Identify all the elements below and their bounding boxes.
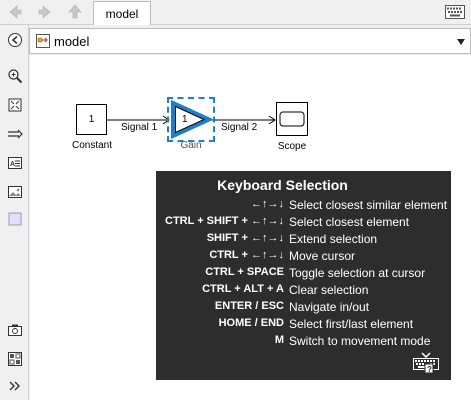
gain-selection-box [167,97,215,142]
up-arrow-icon [68,4,82,19]
signal-2-label[interactable]: Signal 2 [221,122,258,133]
gain-value: 1 [182,114,188,125]
shortcut-desc: Navigate in/out [289,300,370,314]
shortcut-desc: Select closest similar element [289,198,448,212]
shortcut-desc: Clear selection [289,283,369,297]
fit-to-view-button[interactable] [4,95,25,115]
shortcut-key: CTRL + SHIFT + ←↑→↓ [165,215,284,227]
shortcut-key: CTRL + ←↑→↓ [209,249,284,261]
tab-label: model [105,6,139,21]
back-arrow-icon [9,5,22,19]
svg-text:?: ? [427,365,432,374]
more-icon [9,381,20,391]
constant-value: 1 [88,114,95,125]
scope-block[interactable] [276,102,308,136]
scope-display-icon [279,111,305,127]
camera-icon [7,324,22,336]
shortcut-row: SHIFT + ←↑→↓ Extend selection [156,232,451,249]
gain-label: Gain [180,140,202,151]
keyboard-help-icon[interactable]: ? [413,352,439,374]
shortcut-row: CTRL + SPACE Toggle selection at cursor [156,266,451,283]
shortcut-row: HOME / END Select first/last element [156,317,451,334]
shortcut-key: ENTER / ESC [214,300,284,312]
signal-line-icon [7,129,23,139]
hide-browser-button[interactable] [4,30,25,50]
shortcut-desc: Move cursor [289,249,356,263]
shortcut-desc: Toggle selection at cursor [289,266,426,280]
signal-lines [107,115,276,125]
shortcut-key: M [274,334,284,346]
overlay-title: Keyboard Selection [217,177,348,193]
svg-text:A: A [10,161,15,168]
hide-browser-icon [7,33,22,47]
keyboard-icon[interactable] [445,5,465,19]
constant-block[interactable]: 1 [76,104,107,135]
more-button[interactable] [4,376,25,396]
model-name: model [54,34,90,49]
shortcut-key: ←↑→↓ [251,198,284,210]
area-icon [8,212,21,226]
model-browser-icon [7,352,22,366]
fit-to-view-icon [8,98,21,112]
shortcut-row: CTRL + SHIFT + ←↑→↓ Select closest eleme… [156,215,451,232]
zoom-icon [7,69,22,84]
area-button[interactable] [4,209,25,229]
shortcut-row: ←↑→↓ Select closest similar element [156,198,451,215]
gain-block[interactable] [170,100,212,139]
image-icon [7,186,22,198]
tab-model[interactable]: model [93,1,151,25]
shortcut-desc: Switch to movement mode [289,334,431,348]
constant-label: Constant [71,140,113,151]
shortcut-row: M Switch to movement mode [156,334,451,351]
image-button[interactable] [4,182,25,202]
signal-1-label[interactable]: Signal 1 [121,122,158,133]
back-button[interactable] [4,2,26,22]
shortcut-row: ENTER / ESC Navigate in/out [156,300,451,317]
zoom-button[interactable] [4,66,25,86]
chevron-down-icon[interactable] [456,38,466,46]
keyboard-selection-overlay: Keyboard Selection ←↑→↓ Select closest s… [156,171,451,380]
address-bar[interactable]: model [29,28,471,54]
shortcut-key: HOME / END [218,317,284,329]
shortcut-desc: Extend selection [289,232,378,246]
shortcut-key: SHIFT + ←↑→↓ [206,232,284,244]
model-browser-button[interactable] [4,349,25,369]
up-button[interactable] [64,2,86,22]
shortcut-row: CTRL + ←↑→↓ Move cursor [156,249,451,266]
top-toolbar: model [0,0,471,25]
signal-line-button[interactable] [4,124,25,144]
annotation-icon: A [7,157,22,169]
shortcut-key: CTRL + ALT + A [202,283,284,295]
model-icon [36,34,50,48]
left-palette: A [0,25,29,400]
camera-button[interactable] [4,320,25,340]
shortcut-desc: Select first/last element [289,317,414,331]
shortcut-row: CTRL + ALT + A Clear selection [156,283,451,300]
forward-arrow-icon [38,5,51,19]
forward-button[interactable] [34,2,56,22]
scope-label: Scope [277,141,307,152]
shortcut-key: CTRL + SPACE [205,266,284,278]
shortcut-desc: Select closest element [289,215,410,229]
annotation-button[interactable]: A [4,153,25,173]
